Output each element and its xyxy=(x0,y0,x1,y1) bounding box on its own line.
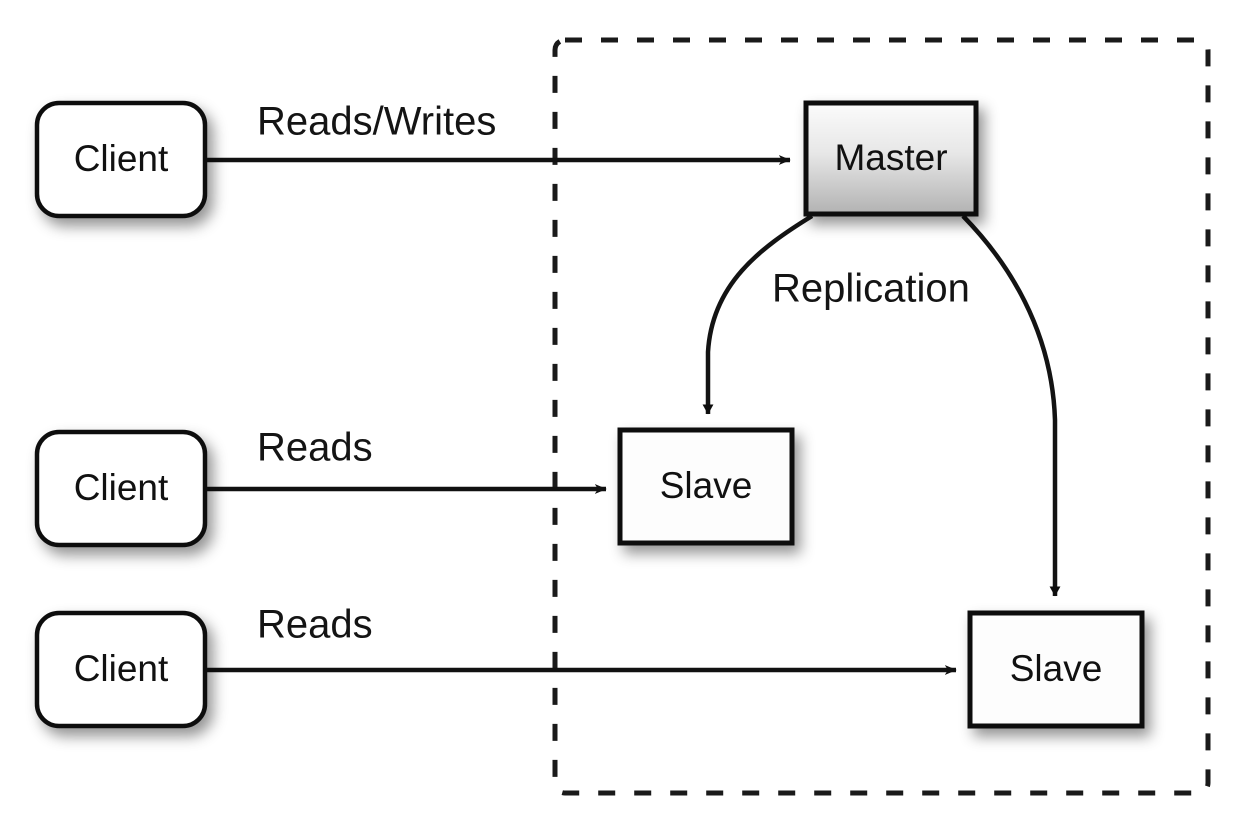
node-slave-1[interactable]: Slave xyxy=(617,427,795,546)
slave-1-box[interactable] xyxy=(617,427,795,546)
client-2-box[interactable] xyxy=(34,429,208,548)
node-client-1[interactable]: Client xyxy=(34,100,208,219)
client-1-label: Client xyxy=(74,138,169,179)
slave-2-label: Slave xyxy=(1010,648,1103,689)
edge-label-replication: Replication xyxy=(772,267,970,311)
client-3-label: Client xyxy=(74,648,169,689)
node-client-2[interactable]: Client xyxy=(34,429,208,548)
edge-curve xyxy=(961,214,1061,597)
edge-master-slave2 xyxy=(961,214,1061,597)
node-master[interactable]: Master xyxy=(803,100,979,217)
edge-curve xyxy=(702,214,814,415)
edge-label-reads-writes: Reads/Writes xyxy=(257,100,496,144)
node-slave-2[interactable]: Slave xyxy=(967,610,1145,729)
client-3-box[interactable] xyxy=(34,610,208,729)
client-2-label: Client xyxy=(74,467,169,508)
master-box[interactable] xyxy=(803,100,979,217)
master-label: Master xyxy=(834,137,947,178)
slave-2-box[interactable] xyxy=(967,610,1145,729)
node-client-3[interactable]: Client xyxy=(34,610,208,729)
slave-1-label: Slave xyxy=(660,465,753,506)
client-1-box[interactable] xyxy=(34,100,208,219)
replication-boundary xyxy=(552,37,1211,796)
edge-label-reads-1: Reads xyxy=(257,426,373,470)
edge-label-reads-2: Reads xyxy=(257,603,373,647)
edge-master-slave1 xyxy=(702,214,814,415)
